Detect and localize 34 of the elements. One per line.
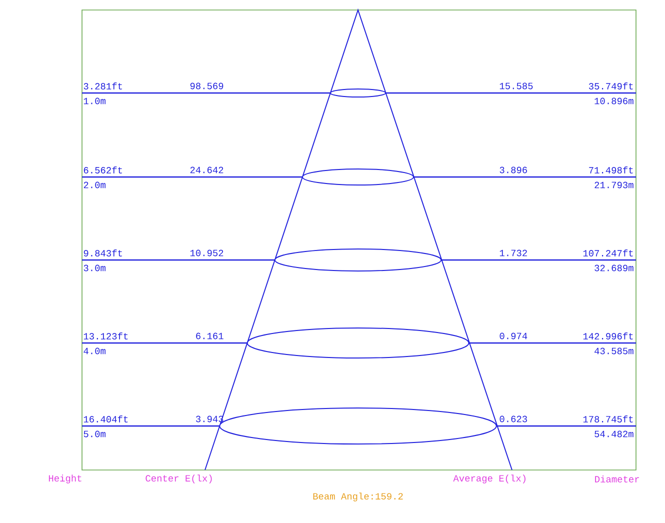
height-label: 9.843ft <box>84 250 122 256</box>
illuminance-value: 6.161 <box>196 332 224 340</box>
illuminance-value: 15.585 <box>500 82 533 90</box>
illuminance-value: 98.569 <box>190 82 224 90</box>
diameter-label: 21.793m <box>594 182 634 188</box>
illuminance-value: 3.896 <box>500 166 527 174</box>
diameter-label: 32.689m <box>594 264 634 272</box>
height-label: 16.404ft <box>84 416 128 422</box>
axis-label: Diameter <box>595 476 639 482</box>
illuminance-value: 10.952 <box>190 250 224 256</box>
axis-label: Center E(lx) <box>146 474 212 484</box>
height-label: 6.562ft <box>84 166 122 174</box>
height-label: 13.123ft <box>84 332 128 340</box>
axis-label: Height <box>48 474 82 484</box>
axis-label: Average E(lx) <box>453 474 526 484</box>
diameter-label: 178.745ft <box>583 416 633 422</box>
diameter-label: 107.247ft <box>583 250 633 256</box>
diameter-label: 142.996ft <box>583 332 633 340</box>
illuminance-value: 0.623 <box>500 416 527 422</box>
height-label: 3.281ft <box>84 82 122 90</box>
diameter-label: 43.585m <box>594 348 634 354</box>
illuminance-value: 0.974 <box>500 332 528 340</box>
height-label: 2.0m <box>84 182 106 188</box>
diameter-label: 10.896m <box>594 98 634 104</box>
height-label: 5.0m <box>84 430 106 438</box>
illuminance-value: 1.732 <box>500 250 527 256</box>
diameter-label: 71.498ft <box>589 166 633 174</box>
height-label: 3.0m <box>84 264 106 272</box>
height-label: 4.0m <box>84 348 106 354</box>
height-label: 1.0m <box>84 98 106 104</box>
illuminance-value: 24.642 <box>190 166 224 174</box>
diameter-label: 35.749ft <box>588 82 633 90</box>
beam-angle-label: Beam Angle:159.2 <box>313 492 403 502</box>
diameter-label: 54.482m <box>594 430 634 438</box>
